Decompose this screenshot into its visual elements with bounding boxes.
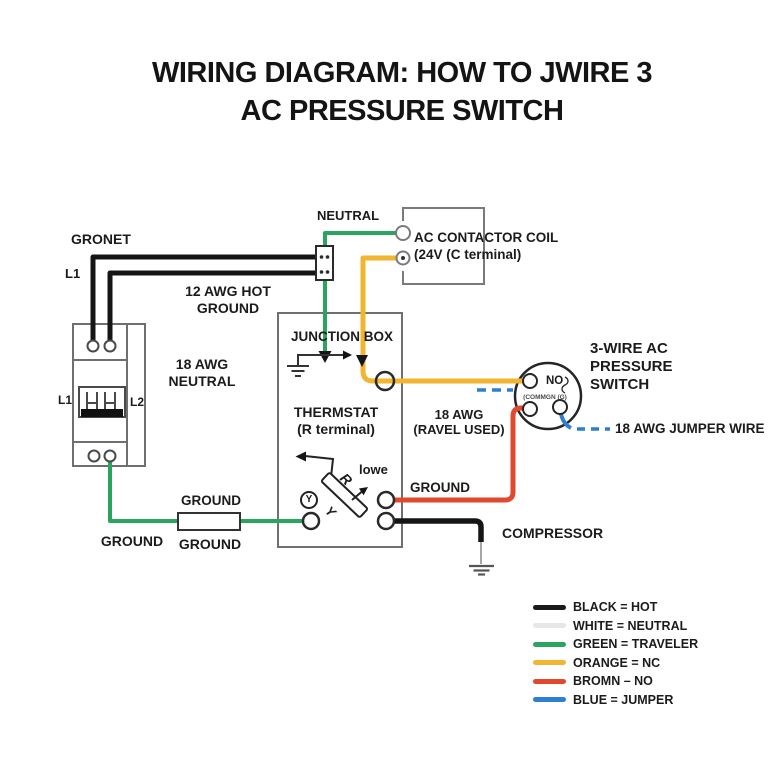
breaker-terminals [86,339,117,463]
legend-item-label: BLACK = HOT [573,600,658,615]
neutral-wire-label: NEUTRAL [316,208,380,223]
breaker-toggle-bar [81,409,123,417]
ground-splice-block [177,512,241,531]
legend-color-swatch [533,604,566,610]
pressure-switch-terminals [522,373,568,417]
contactor-coil [402,207,485,285]
junction-box [277,312,403,548]
thermostat-lever [295,451,369,518]
ground-top-label: GROUND [181,493,241,508]
lower-label: lowe [359,462,388,477]
pressure-switch-label: 3-WIRE AC PRESSURE SWITCH [590,340,673,393]
lever-handle [320,472,369,518]
ground-icon [469,564,494,576]
terminal-common [522,401,538,417]
no-red-wire [394,405,525,503]
hot-wire-label: 12 AWG HOT GROUND [185,283,271,316]
junction-ground-pointer [287,350,352,377]
breaker-l2-label: L2 [130,395,145,409]
contactor-terminals [395,225,411,266]
y-circled-label: Y [305,493,313,505]
wire-connector-block [315,245,334,281]
junction-box-label: JUNCTION BOX [290,329,394,344]
breaker [72,323,146,467]
title-line1: WIRING DIAGRAM: HOW TO JWIRE 3 [151,57,653,89]
legend-item: GREEN = TRAVELER [533,637,699,652]
no-bracket-icon [561,376,569,394]
legend-color-swatch [533,678,566,684]
legend-item: BLUE = JUMPER [533,692,698,707]
arrow-left-icon [295,451,306,462]
legend-item-label: GREEN = TRAVELER [573,637,699,652]
common-terminal-label: (COMMGN (G) [523,394,567,401]
ravel-label: 18 AWG (RAVEL USED) [413,407,505,438]
terminal-nc [522,373,538,389]
traveler-ground-wire [108,458,303,523]
compressor-label: COMPRESSOR [502,525,604,541]
arrow-up-right-icon [359,487,368,496]
legend-item-label: WHITE = NEUTRAL [573,618,688,633]
jumper-label: 18 AWG JUMPER WIRE [615,421,765,436]
ground-red-label: GROUND [410,480,470,495]
legend-item: WHITE = NEUTRAL [533,618,698,633]
terminal-green [301,511,321,531]
compressor-wire [394,518,484,542]
junction-terminals [301,370,396,531]
ground-icon [287,365,309,377]
neutral-green-wire [323,231,403,352]
breaker-l1-label: L1 [58,393,73,407]
thermostat-label: THERMSTAT (R terminal) [293,404,379,437]
breaker-contacts-icon [86,392,116,412]
terminal-orange [374,370,396,392]
legend-color-swatch [533,660,566,666]
y-terminal-circle [300,491,318,509]
hot-wire-1 [90,254,316,346]
no-terminal-label: NO [546,375,564,387]
nc-orange-wire [360,255,528,384]
legend-item: ORANGE = NC [533,655,698,670]
hot-wire-2 [107,270,316,346]
legend: BLACK = HOT WHITE = NEUTRAL GREEN = TRAV… [533,600,699,712]
legend-item: BLACK = HOT [533,600,698,615]
feed-label: GRONET [71,231,131,247]
contactor-label-line2: (24V (C terminal) [414,247,522,262]
terminal-red [376,490,396,510]
legend-color-swatch [533,641,566,647]
arrow-right-icon [343,350,352,360]
terminal-black [376,511,396,531]
legend-item-label: BROMN – NO [573,674,653,689]
neutral18-label: 18 AWG NEUTRAL [168,356,236,389]
legend-item-label: ORANGE = NC [573,655,661,670]
contactor-label-line1: AC CONTACTOR COIL [414,230,559,245]
contactor-label: AC CONTACTOR COIL (24V (C terminal) [414,229,558,263]
legend-color-swatch [533,623,566,629]
arrow-down-icon [356,355,368,367]
legend-item-label: BLUE = JUMPER [573,692,674,707]
page-title: WIRING DIAGRAM: HOW TO JWIRE 3 AC PRESSU… [0,54,768,130]
legend-item: BROMN – NO [533,674,698,689]
legend-color-swatch [533,697,566,703]
l1-top-label: L1 [65,266,81,281]
ground-left-label: GROUND [100,533,164,549]
terminal-no [552,399,568,415]
title-line2: AC PRESSURE SWITCH [240,95,564,127]
ground-bottom-label: GROUND [178,536,242,552]
